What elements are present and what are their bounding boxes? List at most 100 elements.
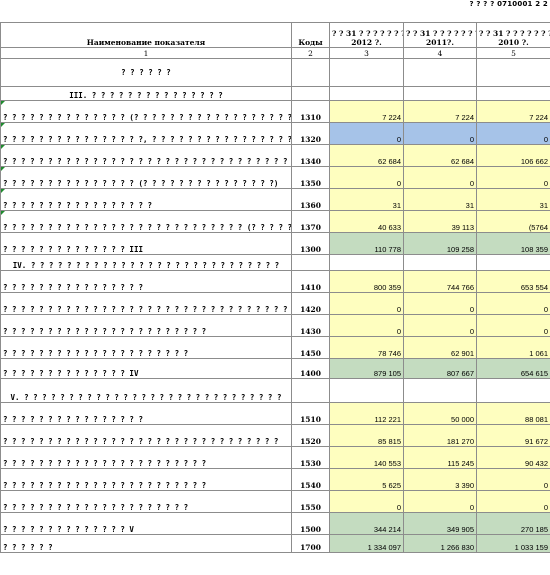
- form-code: ? ? ? ? 0710001 2 2: [469, 0, 548, 8]
- value-cell[interactable]: 7 224: [329, 100, 404, 123]
- value-cell[interactable]: 62 684: [403, 144, 477, 167]
- value-cell[interactable]: 112 221: [329, 402, 404, 425]
- value-cell[interactable]: 140 553: [329, 446, 404, 469]
- header-col-2010: ? ? 31 ? ? ? ? ? ? ?2010 ?.: [476, 22, 550, 48]
- total-row-section-3: ? ? ? ? ? ? ? ? ? ? ? ? ? ? III 1300 110…: [0, 232, 550, 255]
- row-label: ? ? ? ? ? ?: [0, 534, 292, 553]
- value-cell[interactable]: 0: [403, 314, 477, 337]
- row-code: 1410: [291, 270, 330, 293]
- row-code: 1310: [291, 100, 330, 123]
- value-cell[interactable]: 0: [403, 122, 477, 145]
- total-cell: 109 258: [403, 232, 477, 255]
- grand-total-cell: 1 266 830: [403, 534, 477, 553]
- table-row: ? ? ? ? ? ? ? ? ? ? ? ? ? ? ? ? ? ? ? ? …: [0, 490, 550, 513]
- row-label: ? ? ? ? ? ? ? ? ? ? ? ? ? ? ? ? ? ? ? ? …: [0, 292, 292, 315]
- value-cell[interactable]: 78 746: [329, 336, 404, 359]
- row-label: ? ? ? ? ? ? ? ? ? ? ? ? ? ? ? ? ? ? ? ? …: [0, 446, 292, 469]
- value-cell[interactable]: 0: [476, 166, 550, 189]
- value-cell[interactable]: 0: [403, 166, 477, 189]
- value-cell[interactable]: 31: [329, 188, 404, 211]
- value-cell[interactable]: 0: [476, 468, 550, 491]
- index-cell: 5: [476, 47, 550, 59]
- value-cell[interactable]: 0: [476, 292, 550, 315]
- value-cell[interactable]: 0: [476, 122, 550, 145]
- value-cell[interactable]: 62 684: [329, 144, 404, 167]
- value-cell[interactable]: 40 633: [329, 210, 404, 233]
- value-cell[interactable]: (5764: [476, 210, 550, 233]
- value-cell[interactable]: 744 766: [403, 270, 477, 293]
- header-col-2011: ? ? 31 ? ? ? ? ? ? ?2011?.: [403, 22, 477, 48]
- header-col-2012-year: 2012 ?.: [351, 38, 382, 47]
- row-label: ? ? ? ? ? ? ? ? ? ? ? ? ? ? (? ? ? ? ? ?…: [0, 100, 292, 123]
- value-cell[interactable]: 181 270: [403, 424, 477, 447]
- value-cell[interactable]: 0: [403, 490, 477, 513]
- value-cell[interactable]: 39 113: [403, 210, 477, 233]
- value-cell[interactable]: 0: [476, 314, 550, 337]
- value-cell[interactable]: 62 901: [403, 336, 477, 359]
- table-row: ? ? ? ? ? ? ? ? ? ? ? ? ? ? ? ? ? ? ? ? …: [0, 336, 550, 359]
- header-col-2011-date: ? ? 31 ? ? ? ? ? ? ?: [406, 29, 477, 38]
- index-cell: 1: [0, 47, 292, 59]
- row-code: 1300: [291, 232, 330, 255]
- value-cell[interactable]: 0: [403, 292, 477, 315]
- index-cell: 2: [291, 47, 330, 59]
- header-col-2011-year: 2011?.: [426, 38, 454, 47]
- value-cell[interactable]: 31: [403, 188, 477, 211]
- table-row: ? ? ? ? ? ? ? ? ? ? ? ? ? ? ? ? ? ? ? ? …: [0, 210, 550, 233]
- row-label: ? ? ? ? ? ? ? ? ? ? ? ? ? ? IV: [0, 358, 292, 379]
- header-col-2010-year: 2010 ?.: [498, 38, 529, 47]
- row-code: 1500: [291, 512, 330, 535]
- table-row: ? ? ? ? ? ? ? ? ? ? ? ? ? ? ? ? ? ? ? ? …: [0, 144, 550, 167]
- value-cell[interactable]: 91 672: [476, 424, 550, 447]
- value-cell[interactable]: 50 000: [403, 402, 477, 425]
- value-cell[interactable]: 0: [329, 122, 404, 145]
- grand-total-row: ? ? ? ? ? ? 1700 1 334 097 1 266 830 1 0…: [0, 534, 550, 553]
- total-row-section-4: ? ? ? ? ? ? ? ? ? ? ? ? ? ? IV 1400 879 …: [0, 358, 550, 379]
- value-cell[interactable]: 7 224: [403, 100, 477, 123]
- section-4-title-row: IV. ? ? ? ? ? ? ? ? ? ? ? ? ? ? ? ? ? ? …: [0, 254, 550, 271]
- header-col-2012: ? ? 31 ? ? ? ? ? ? ?2012 ?.: [329, 22, 404, 48]
- table-row: ? ? ? ? ? ? ? ? ? ? ? ? ? ? ? ? ? ? ? ? …: [0, 446, 550, 469]
- table-row: ? ? ? ? ? ? ? ? ? ? ? ? ? ? ? ? ? 1360 3…: [0, 188, 550, 211]
- value-cell[interactable]: 7 224: [476, 100, 550, 123]
- row-code: 1510: [291, 402, 330, 425]
- table-row: ? ? ? ? ? ? ? ? ? ? ? ? ? ? ? ? ? ? ? ? …: [0, 292, 550, 315]
- value-cell[interactable]: 85 815: [329, 424, 404, 447]
- header-name-col: Наименование показателя: [0, 22, 292, 48]
- value-cell[interactable]: 653 554: [476, 270, 550, 293]
- header-col-2012-date: ? ? 31 ? ? ? ? ? ? ?: [332, 29, 404, 38]
- value-cell[interactable]: 88 081: [476, 402, 550, 425]
- row-label: ? ? ? ? ? ? ? ? ? ? ? ? ? ? ? ?, ? ? ? ?…: [0, 122, 292, 145]
- value-cell[interactable]: 5 625: [329, 468, 404, 491]
- value-cell[interactable]: 0: [329, 292, 404, 315]
- table-row: ? ? ? ? ? ? ? ? ? ? ? ? ? ? ? ?, ? ? ? ?…: [0, 122, 550, 145]
- value-cell[interactable]: 0: [329, 490, 404, 513]
- total-cell: 349 905: [403, 512, 477, 535]
- value-cell[interactable]: 0: [329, 166, 404, 189]
- row-label: ? ? ? ? ? ? ? ? ? ? ? ? ? ? ? ?: [0, 402, 292, 425]
- value-cell[interactable]: 31: [476, 188, 550, 211]
- value-cell[interactable]: 1 061: [476, 336, 550, 359]
- row-code: 1400: [291, 358, 330, 379]
- row-label: ? ? ? ? ? ? ? ? ? ? ? ? ? ? ? ? ? ? ? ? …: [0, 336, 292, 359]
- value-cell[interactable]: 0: [476, 490, 550, 513]
- value-cell[interactable]: 90 432: [476, 446, 550, 469]
- total-cell: 807 667: [403, 358, 477, 379]
- index-cell: 4: [403, 47, 477, 59]
- table-row: ? ? ? ? ? ? ? ? ? ? ? ? ? ? ? ? ? ? ? ? …: [0, 424, 550, 447]
- value-cell[interactable]: 800 359: [329, 270, 404, 293]
- total-row-section-5: ? ? ? ? ? ? ? ? ? ? ? ? ? ? V 1500 344 2…: [0, 512, 550, 535]
- row-code: 1350: [291, 166, 330, 189]
- value-cell[interactable]: 115 245: [403, 446, 477, 469]
- total-cell: 344 214: [329, 512, 404, 535]
- index-row: 1 2 3 4 5: [0, 47, 550, 59]
- section-4-title: IV. ? ? ? ? ? ? ? ? ? ? ? ? ? ? ? ? ? ? …: [0, 254, 292, 271]
- row-label: ? ? ? ? ? ? ? ? ? ? ? ? ? ? ? ? ?: [0, 188, 292, 211]
- total-cell: 879 105: [329, 358, 404, 379]
- value-cell[interactable]: 106 662: [476, 144, 550, 167]
- value-cell[interactable]: 0: [329, 314, 404, 337]
- grand-total-cell: 1 334 097: [329, 534, 404, 553]
- total-cell: 110 778: [329, 232, 404, 255]
- row-label: ? ? ? ? ? ? ? ? ? ? ? ? ? ? ? ? ? ? ? ? …: [0, 468, 292, 491]
- value-cell[interactable]: 3 390: [403, 468, 477, 491]
